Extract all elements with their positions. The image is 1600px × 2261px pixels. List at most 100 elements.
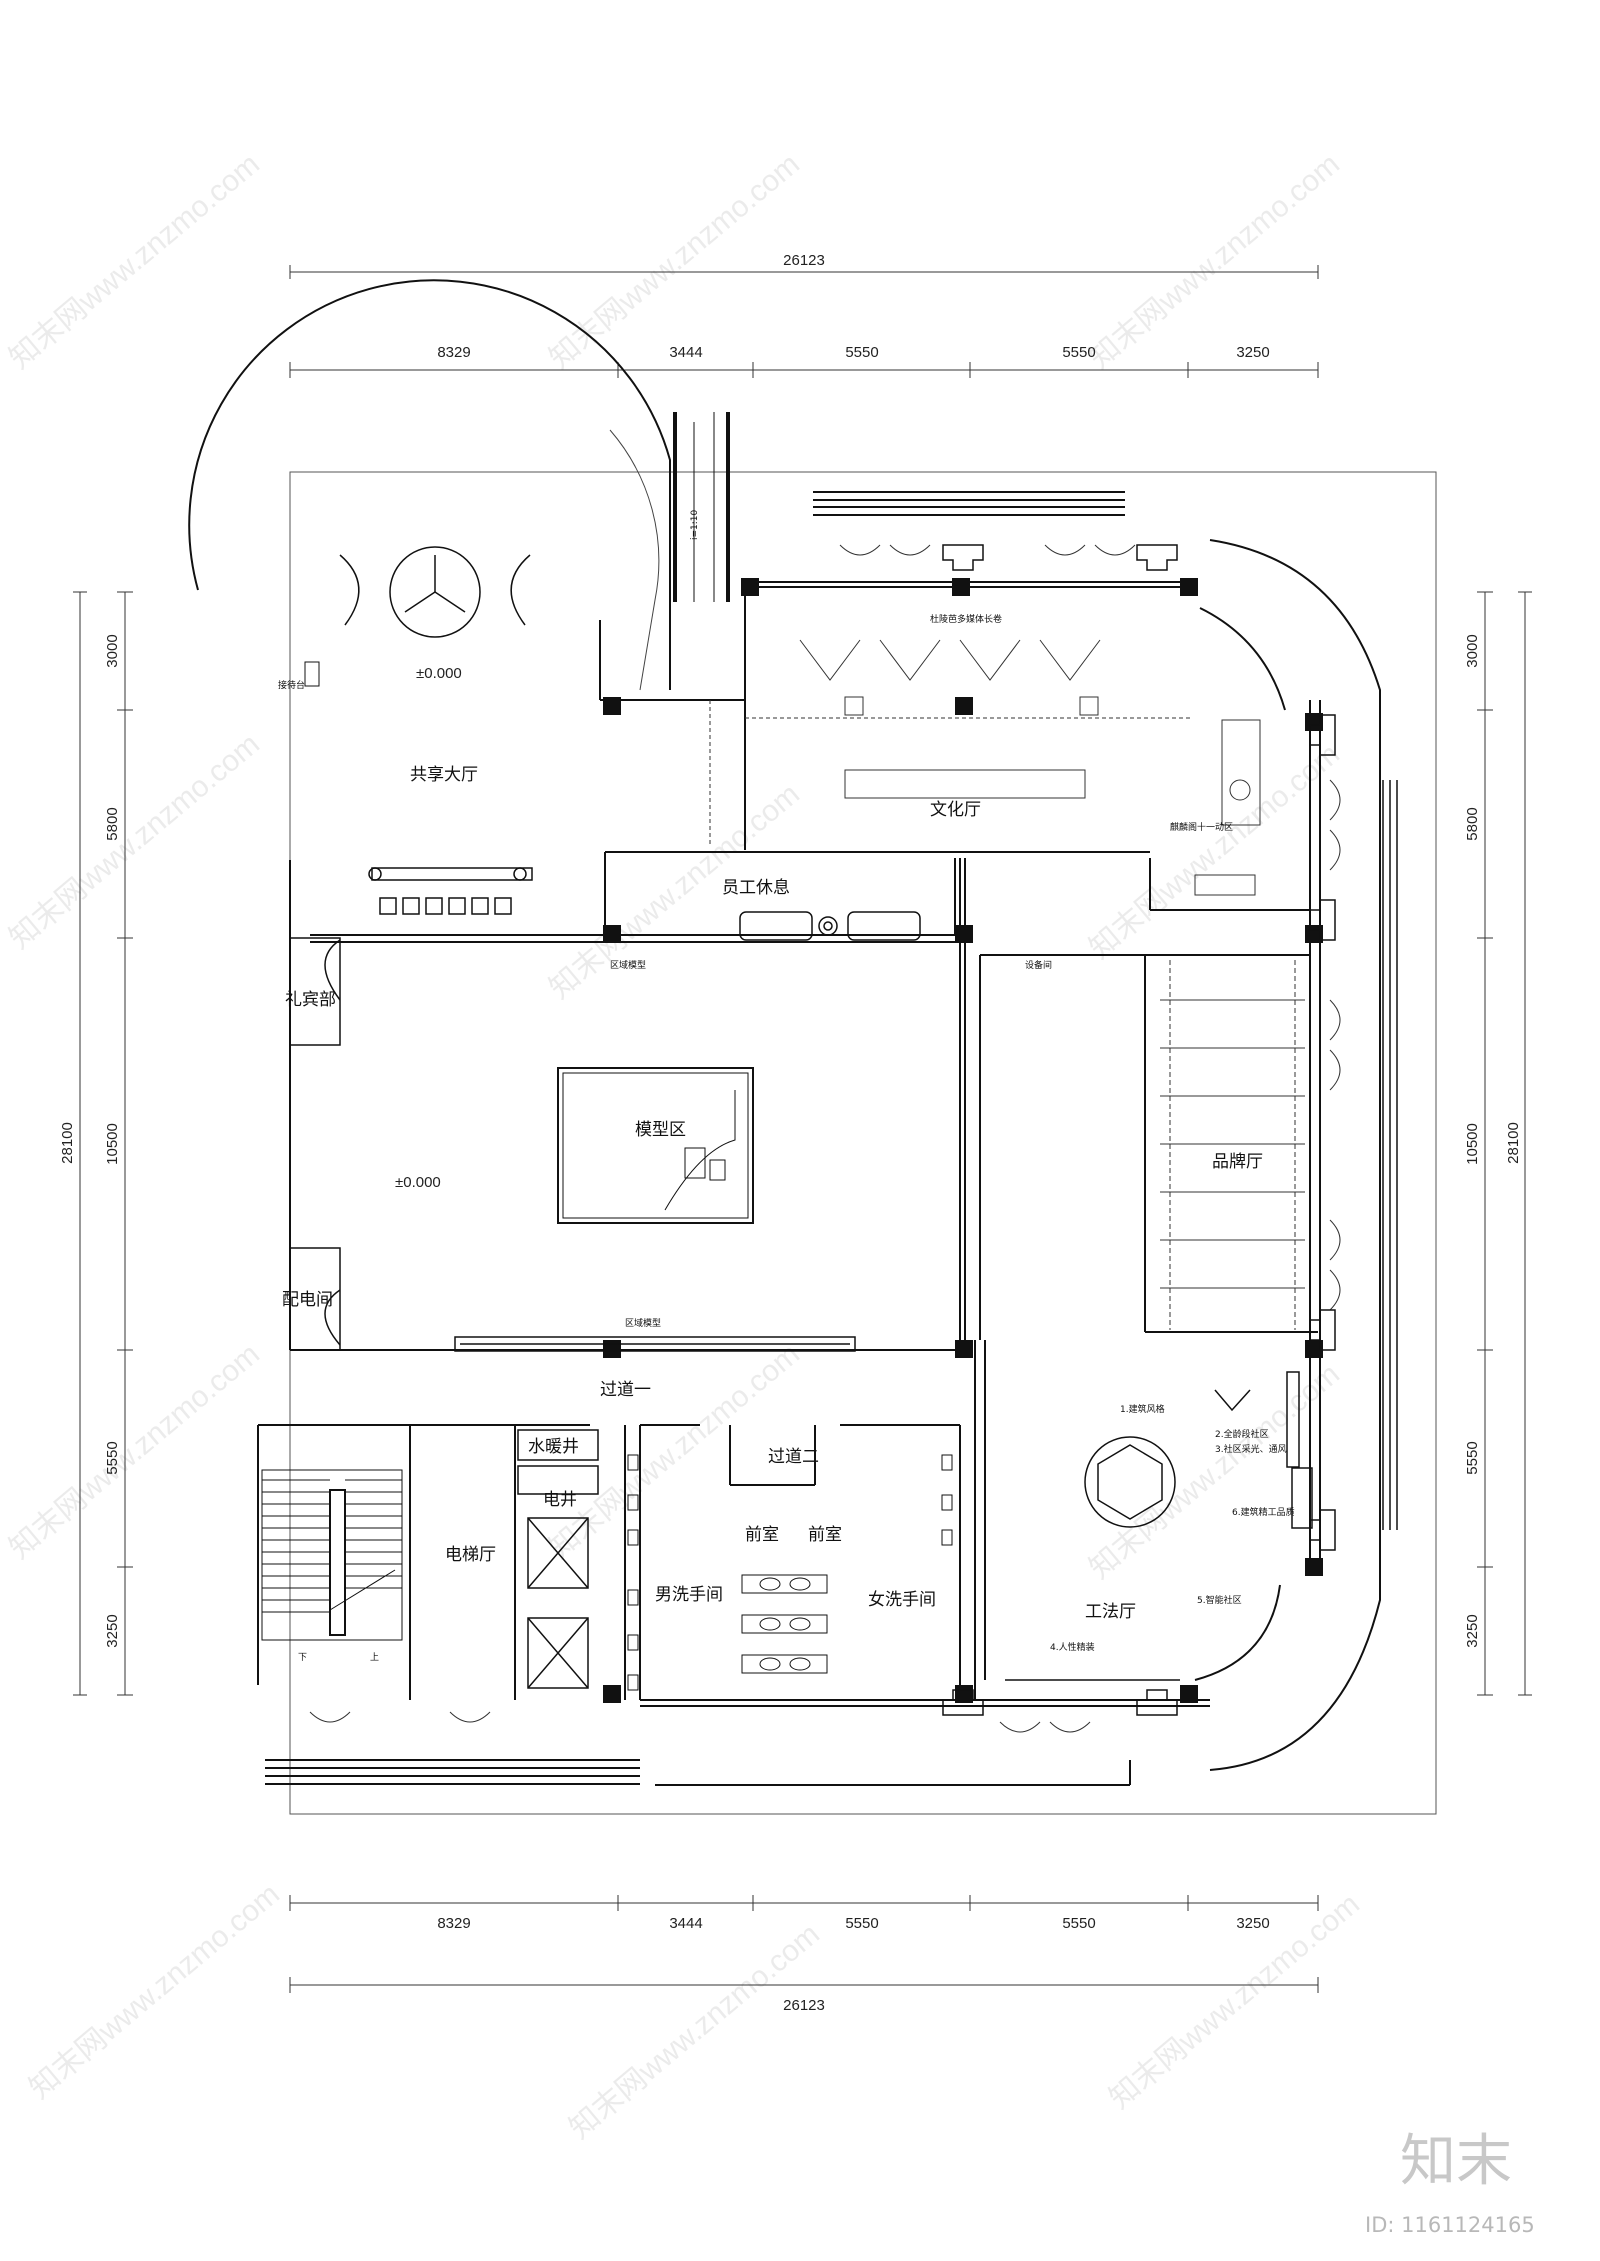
column-caps — [942, 544, 1336, 1716]
elevators — [517, 1429, 599, 1689]
watermark: 知末网www.znzmo.com — [3, 728, 266, 956]
east-facade-inner — [1199, 607, 1286, 711]
walls — [257, 491, 1321, 1786]
room-craft-hall: 工法厅 — [1085, 1602, 1136, 1622]
room-shared-lobby: 共享大厅 — [410, 765, 478, 785]
columns — [603, 578, 1323, 1703]
watermark: 知末网www.znzmo.com — [3, 148, 266, 376]
label-stair-up: 上 — [370, 1652, 379, 1663]
top-dimensions — [289, 265, 1319, 378]
dim-col-3-bottom: 5550 — [845, 1915, 878, 1932]
restroom-fixtures — [627, 1454, 953, 1691]
dim-col-1-top: 8329 — [437, 344, 470, 361]
dim-row-3-right: 10500 — [1464, 1123, 1481, 1165]
left-dimensions — [73, 591, 133, 1696]
label-equipment: 设备间 — [1025, 959, 1052, 971]
image-id: ID: 1161124165 — [1365, 2213, 1535, 2237]
watermark: 知末网www.znzmo.com — [563, 1918, 826, 2146]
dim-col-5-top: 3250 — [1236, 344, 1269, 361]
craft-item: 2.全龄段社区 — [1215, 1428, 1269, 1440]
watermark: 知末网www.znzmo.com — [543, 148, 806, 376]
east-doors — [309, 544, 1341, 1733]
dim-row-3-left: 10500 — [104, 1123, 121, 1165]
right-dimensions — [1477, 591, 1532, 1696]
elevation-model-hall: ±0.000 — [395, 1174, 441, 1191]
reception-desk — [304, 661, 320, 687]
dim-col-2-bottom: 3444 — [669, 1915, 702, 1932]
dim-col-4-bottom: 5550 — [1062, 1915, 1095, 1932]
stair — [261, 1469, 403, 1641]
room-corridor-two: 过道二 — [768, 1447, 819, 1467]
room-corridor-one: 过道一 — [600, 1380, 651, 1400]
entrance-arc — [188, 279, 671, 690]
dim-col-2-top: 3444 — [669, 344, 702, 361]
room-hvac-shaft: 水暖井 — [528, 1437, 579, 1457]
dim-row-5-left: 3250 — [104, 1614, 121, 1647]
room-elec-shaft: 电井 — [543, 1490, 577, 1510]
room-model-zone: 模型区 — [635, 1120, 686, 1140]
dim-col-4-top: 5550 — [1062, 344, 1095, 361]
dim-row-5-right: 3250 — [1464, 1614, 1481, 1647]
room-labels: 共享大厅 文化厅 员工休息 礼宾部 模型区 配电间 过道一 过道二 品牌厅 工法… — [282, 765, 1263, 1622]
room-anteroom-right: 前室 — [808, 1525, 842, 1545]
label-stair-down: 下 — [298, 1653, 307, 1663]
dim-total-height-left: 28100 — [59, 1122, 76, 1164]
room-brand-hall: 品牌厅 — [1212, 1152, 1263, 1172]
watermark: 知末网www.znzmo.com — [1083, 148, 1346, 376]
east-curved-facade — [1209, 539, 1381, 1771]
room-concierge: 礼宾部 — [285, 990, 336, 1010]
craft-item: 3.社区采光、通风 — [1215, 1443, 1287, 1455]
dim-row-2-right: 5800 — [1464, 807, 1481, 840]
dim-row-2-left: 5800 — [104, 807, 121, 840]
dim-row-4-left: 5550 — [104, 1441, 121, 1474]
room-culture-hall: 文化厅 — [930, 800, 981, 820]
room-womens-restroom: 女洗手间 — [868, 1590, 936, 1610]
bottom-dimensions — [289, 1895, 1319, 1993]
room-anteroom-left: 前室 — [745, 1525, 779, 1545]
entrance-arc-inner — [609, 429, 660, 691]
room-power: 配电间 — [282, 1290, 333, 1310]
room-elevator-hall: 电梯厅 — [445, 1545, 496, 1565]
craft-hall-installation — [1005, 1371, 1313, 1681]
label-reception-desk: 接待台 — [278, 679, 305, 691]
craft-item: 4.人性精装 — [1050, 1641, 1095, 1653]
dim-col-1-bottom: 8329 — [437, 1915, 470, 1932]
small-labels: 接待台 杜陵芭多媒体长卷 麒麟阁十一动区 区域模型 区域模型 设备间 下 上 — [278, 613, 1233, 1663]
watermark: 知末网www.znzmo.com — [3, 1338, 266, 1566]
dim-row-1-left: 3000 — [104, 634, 121, 667]
side-rooms — [290, 937, 341, 1351]
watermark: 知末网www.znzmo.com — [23, 1878, 286, 2106]
dim-col-5-bottom: 3250 — [1236, 1915, 1269, 1932]
east-glazing — [1382, 780, 1398, 1530]
model-zone-frame — [557, 1067, 754, 1224]
culture-hall-furniture — [709, 639, 1261, 896]
staff-rest-furniture — [739, 911, 921, 941]
craft-item: 1.建筑风格 — [1120, 1403, 1165, 1415]
brand-logo-text: 知末 — [1400, 2129, 1512, 2194]
revolving-door — [339, 546, 531, 638]
dim-total-height-right: 28100 — [1505, 1122, 1522, 1164]
dim-row-1-right: 3000 — [1464, 634, 1481, 667]
dim-total-width-bottom: 26123 — [783, 1997, 825, 2014]
watermark: 知末网www.znzmo.com — [1083, 1358, 1346, 1586]
slope-label: i=1:10 — [690, 509, 700, 540]
label-media-scroll: 杜陵芭多媒体长卷 — [930, 613, 1002, 625]
lobby-bench — [368, 867, 533, 915]
label-area-model-bottom: 区域模型 — [625, 1317, 661, 1329]
watermark: 知末网www.znzmo.com — [1103, 1888, 1366, 2116]
brand-hall-panels — [1160, 960, 1305, 1330]
craft-item: 5.智能社区 — [1197, 1594, 1242, 1606]
room-mens-restroom: 男洗手间 — [655, 1585, 723, 1605]
elevation-lobby: ±0.000 — [416, 665, 462, 682]
craft-items: 1.建筑风格 2.全龄段社区 3.社区采光、通风 4.人性精装 5.智能社区 6… — [1050, 1403, 1295, 1653]
room-staff-rest: 员工休息 — [722, 878, 790, 898]
craft-item: 6.建筑精工品质 — [1232, 1506, 1295, 1518]
drawing-frame — [289, 471, 1437, 1815]
dim-total-width-top: 26123 — [783, 252, 825, 269]
craft-hall-curve — [1194, 1584, 1281, 1681]
dim-col-3-top: 5550 — [845, 344, 878, 361]
area-model-bars — [454, 1336, 856, 1352]
label-district-zone: 麒麟阁十一动区 — [1170, 821, 1233, 833]
watermark-layer: 知末网www.znzmo.com 知末网www.znzmo.com 知末网www… — [3, 148, 1366, 2146]
